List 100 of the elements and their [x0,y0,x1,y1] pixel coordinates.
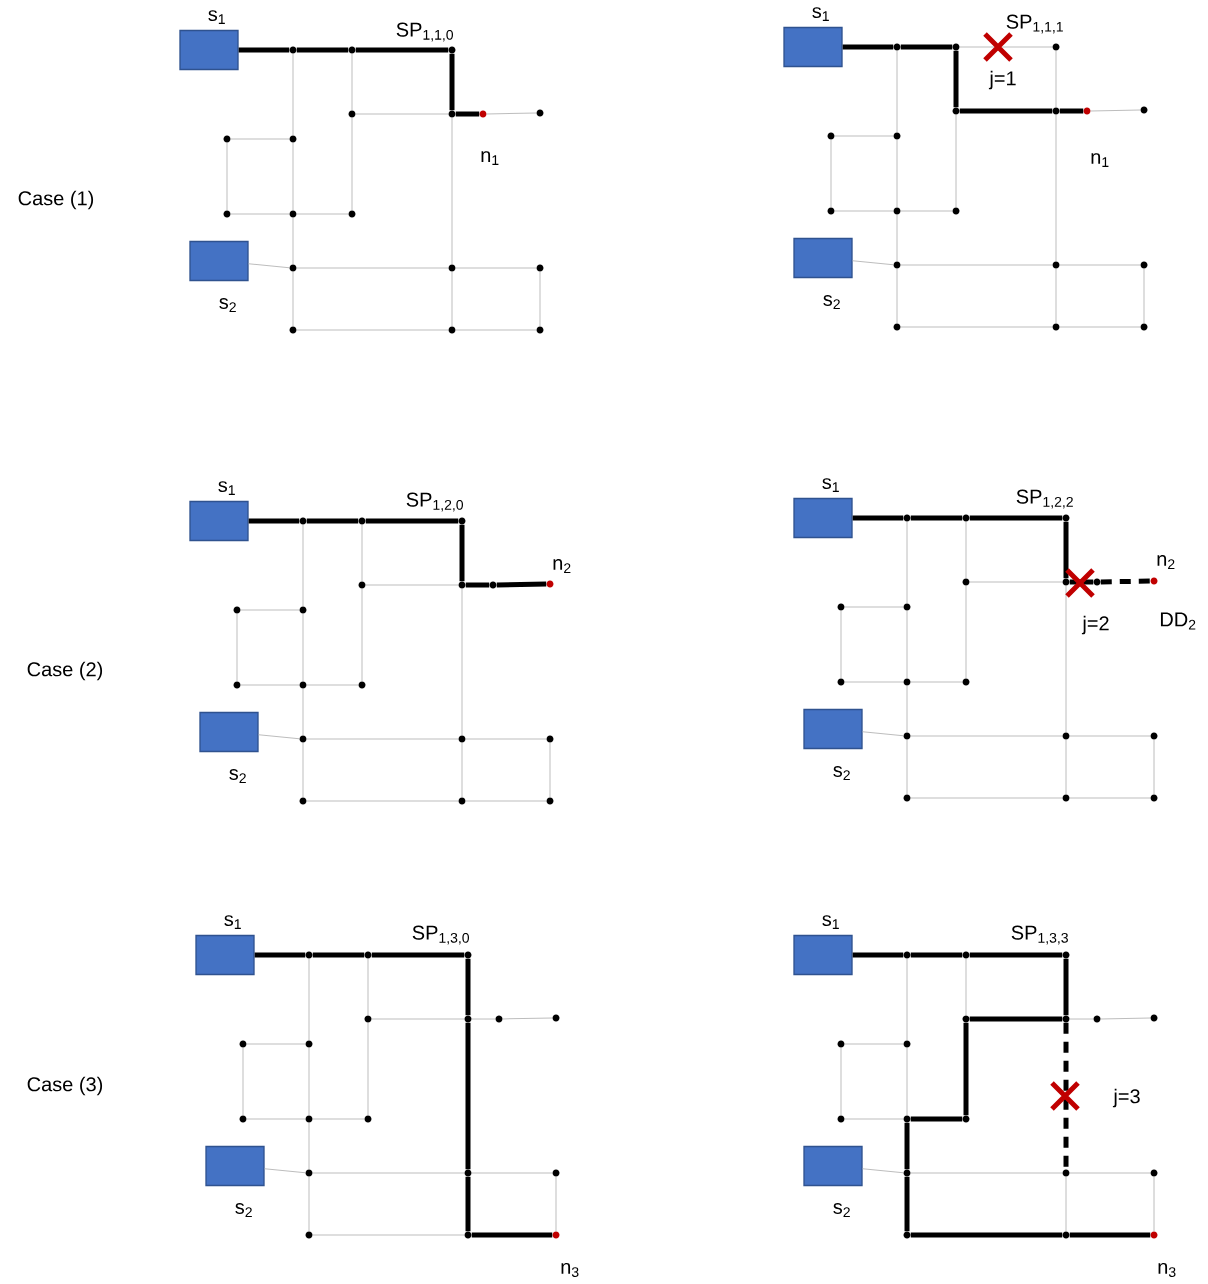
link-line [906,739,908,795]
case-label: Case (2) [27,661,103,681]
link-line [306,738,459,740]
path-line [496,581,547,588]
node-label: n$_{2}$ [1157,555,1175,569]
source-box [189,240,249,282]
link-line [455,329,537,331]
path-line [904,1122,910,1170]
link-line [1069,735,1151,737]
link-line [451,271,453,327]
node-label: n$_{3}$ [561,1263,579,1278]
node-label: n$_{1}$ [481,151,499,165]
link-line [242,1047,244,1116]
link-line [906,610,908,679]
link-line [1065,739,1067,795]
link-line [240,684,300,686]
node-label: s$_{1}$ [822,478,839,492]
link-line [1059,264,1141,266]
path-line [900,44,953,50]
path-line [465,958,471,1016]
source-box [199,711,259,753]
link-line [246,1118,306,1120]
node-label: n$_{3}$ [1158,1263,1176,1278]
link-line [896,139,898,208]
link-line [306,684,359,686]
link-line [308,1122,310,1170]
path-line [959,108,1053,114]
link-line [840,1047,842,1116]
link-line [302,688,304,736]
link-line [471,1018,496,1020]
link-line [302,524,304,607]
link-line [455,267,537,269]
link-line [292,271,294,327]
path-label: SP$_{1,2,2}$ [1016,489,1073,509]
failure-label: j=1 [988,70,1016,90]
source-box [793,934,853,976]
source-box [179,29,239,71]
node-label: s$_{2}$ [833,766,850,780]
path-line [969,952,1063,958]
link-line [461,742,463,798]
link-line [371,1018,465,1020]
link-line [248,263,290,269]
node-label: DD$_{2}$ [1160,612,1196,630]
path-line [312,952,365,958]
link-line [1055,114,1057,262]
node-label: s$_{2}$ [219,298,236,312]
link-line [312,1172,465,1174]
path-label: SP$_{1,3,3}$ [1011,925,1068,945]
link-line [1153,739,1155,795]
link-line [844,1118,904,1120]
path-line [365,518,459,524]
link-line [965,521,967,579]
path-line [471,1232,553,1238]
link-line [1100,1017,1151,1020]
link-line [296,267,449,269]
node-label: s$_{2}$ [229,769,246,783]
link-line [900,326,1053,328]
link-line [549,742,551,798]
link-line [900,264,1053,266]
link-line [844,1043,904,1045]
link-line [361,588,363,682]
path-label: SP$_{1,1,1}$ [1006,14,1063,34]
dashed-line [1063,1022,1069,1170]
link-line [900,210,953,212]
link-line [834,210,894,212]
node-label: s$_{2}$ [833,1203,850,1217]
node-label: n$_{2}$ [553,559,571,573]
path-line [465,582,490,588]
path-line [1069,1232,1151,1238]
path-line [248,518,300,524]
link-line [308,1047,310,1116]
path-line [963,1022,969,1116]
path-line [306,518,359,524]
link-line [246,1043,306,1045]
link-line [1055,268,1057,324]
link-line [906,958,908,1041]
link-line [910,735,1063,737]
path-line [1069,579,1094,585]
failure-label: j=3 [1112,1088,1140,1108]
link-line [969,581,1063,583]
path-line [238,47,290,53]
source-box [195,934,255,976]
node-label: s$_{1}$ [812,7,829,21]
link-line [465,800,547,802]
link-line [296,213,349,215]
node-label: s$_{1}$ [822,915,839,929]
link-line [367,958,369,1016]
source-box [793,497,853,539]
source-box [783,26,843,68]
path-line [465,1022,471,1170]
link-line [308,1176,310,1232]
path-line [969,515,1063,521]
path-line [296,47,349,53]
link-line [1069,797,1151,799]
link-line [910,1172,1063,1174]
path-line [904,1176,910,1232]
node-label: s$_{1}$ [218,481,235,495]
link-line [351,117,353,211]
path-line [969,1016,1063,1022]
link-line [862,731,904,737]
